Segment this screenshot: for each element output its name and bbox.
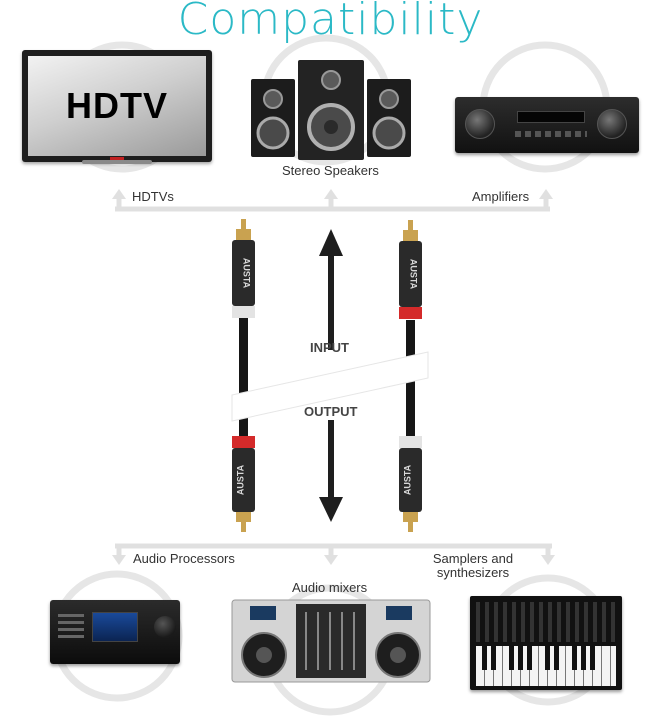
synthesizer-image — [470, 596, 622, 690]
cable-brand-left-bottom: AUSTA — [236, 464, 246, 495]
synth-black-key — [518, 646, 523, 670]
processor-knob — [154, 616, 176, 638]
output-label: OUTPUT — [304, 404, 358, 419]
synth-black-key — [554, 646, 559, 670]
arrow-up-icon — [324, 189, 338, 199]
synth-black-key — [491, 646, 496, 670]
synth-black-key — [572, 646, 577, 670]
input-label: INPUT — [310, 340, 349, 355]
hdtv-screen: HDTV — [28, 56, 206, 156]
synth-control-panel — [476, 602, 616, 642]
stereo-speakers-image — [251, 60, 411, 160]
label-samplers-line2: synthesizers — [436, 565, 510, 580]
synth-black-key — [590, 646, 595, 670]
cable-brand-right-top: AUSTA — [409, 259, 419, 290]
cable-brand-right-bottom: AUSTA — [403, 464, 413, 495]
rca-plug-left-top — [232, 219, 255, 318]
hdtv-indicator — [110, 157, 124, 160]
synth-black-key — [482, 646, 487, 670]
rca-plug-right-top — [399, 220, 422, 319]
input-arrow-shaft — [328, 250, 334, 350]
cable-brand-left-top: AUSTA — [242, 258, 252, 289]
hdtv-screen-text: HDTV — [66, 85, 168, 126]
arrow-down-icon — [541, 555, 555, 565]
arrow-up-icon — [112, 189, 126, 199]
amplifier-knob-left — [465, 109, 495, 139]
arrow-down-icon — [324, 555, 338, 565]
synth-black-key — [545, 646, 550, 670]
amplifier-knob-right — [597, 109, 627, 139]
input-arrow-head-icon — [319, 229, 343, 256]
label-stereo-speakers: Stereo Speakers — [282, 163, 379, 178]
synth-black-key — [509, 646, 514, 670]
arrow-down-icon — [112, 555, 126, 565]
amplifier-buttons — [515, 131, 587, 137]
amplifier-image — [455, 97, 639, 153]
rca-plug-left-bottom — [232, 436, 255, 532]
label-samplers-line1: Samplers and — [432, 551, 514, 566]
hdtv-image: HDTV — [22, 50, 212, 162]
amplifier-display — [517, 111, 585, 123]
processor-buttons — [58, 614, 84, 642]
arrow-up-icon — [539, 189, 553, 199]
synth-black-key — [527, 646, 532, 670]
output-arrow-head-icon — [319, 497, 343, 522]
label-audio-processors: Audio Processors — [133, 551, 235, 566]
processor-screen — [92, 612, 138, 642]
synth-black-key — [581, 646, 586, 670]
cable-left-wire — [239, 318, 248, 436]
diagonal-band — [231, 351, 429, 422]
output-arrow-shaft — [328, 420, 334, 503]
page-title: Compatibility — [177, 0, 484, 45]
audio-mixer-image — [231, 599, 431, 683]
hdtv-stand — [82, 160, 152, 164]
label-amplifiers: Amplifiers — [472, 189, 530, 204]
audio-processor-image — [50, 600, 180, 664]
label-audio-mixers: Audio mixers — [292, 580, 368, 595]
rca-plug-right-bottom — [399, 436, 422, 532]
label-hdtvs: HDTVs — [132, 189, 174, 204]
